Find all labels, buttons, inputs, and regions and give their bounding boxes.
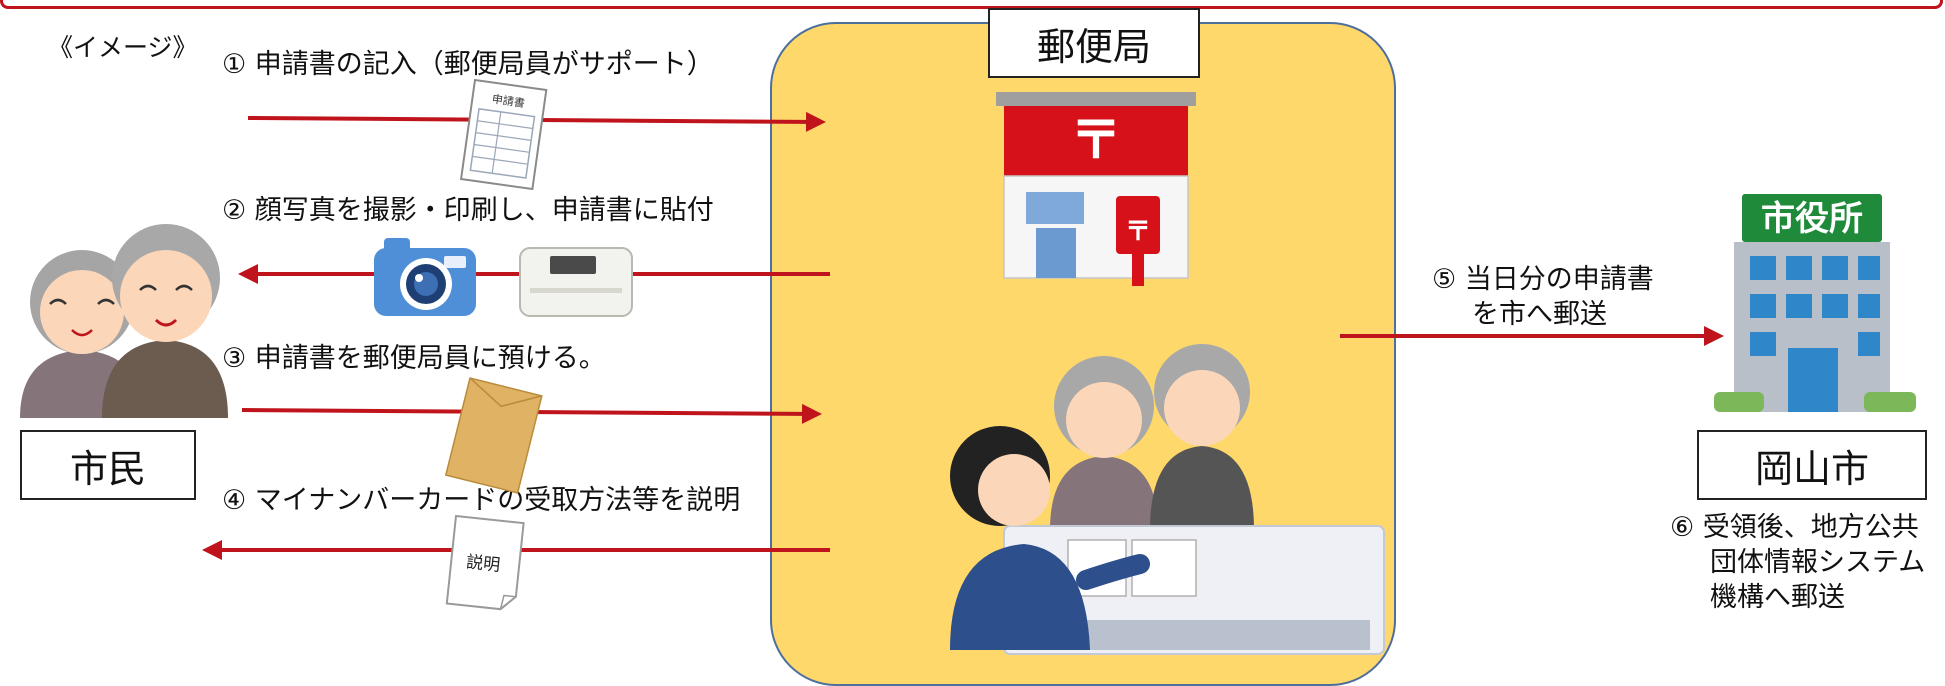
step-6-line-3: 機構へ郵送 [1710, 582, 1845, 614]
post-office-building-icon: 〒 〒 [996, 92, 1196, 286]
photo-printer-icon [519, 247, 633, 317]
svg-text:〒: 〒 [1125, 217, 1151, 247]
step-6-line-2: 団体情報システム [1710, 547, 1926, 579]
step-2-text: ② 顔写真を撮影・印刷し、申請書に貼付 [222, 195, 714, 226]
city-hall-building-icon: 市役所 [1714, 194, 1916, 412]
application-form-title: 申請書 [491, 92, 526, 110]
image-label: 《イメージ》 [48, 33, 198, 62]
okayama-city-label: 岡山市 [1697, 430, 1927, 500]
step-3-text: ③ 申請書を郵便局員に預ける。 [222, 343, 606, 374]
step-6-line-1: ⑥ 受領後、地方公共 [1670, 512, 1919, 543]
camera-icon [374, 238, 476, 316]
step-5-line-1: ⑤ 当日分の申請書 [1432, 264, 1654, 295]
step-6-text: ⑥ 受領後、地方公共 団体情報システム 機構へ郵送 [1670, 510, 1925, 615]
citizen-label: 市民 [20, 430, 196, 500]
post-office-label: 郵便局 [988, 8, 1200, 78]
explanation-doc-text: 説明 [465, 552, 501, 575]
step-5-text: ⑤ 当日分の申請書 を市へ郵送 [1432, 262, 1654, 332]
elderly-couple-icon [20, 224, 228, 418]
explanation-doc-icon: 説明 [445, 514, 525, 611]
step-4-text: ④ マイナンバーカードの受取方法等を説明 [222, 485, 741, 516]
step-5-line-2: を市へ郵送 [1472, 299, 1607, 331]
city-hall-sign-text: 市役所 [1761, 199, 1863, 239]
application-form-icon: 申請書 [459, 78, 548, 191]
top-frame-line [0, 0, 1943, 9]
step-1-text: ① 申請書の記入（郵便局員がサポート） [222, 49, 714, 80]
envelope-icon [444, 377, 543, 494]
svg-text:〒: 〒 [1070, 111, 1122, 171]
postal-clerk-counter-icon [950, 344, 1385, 655]
